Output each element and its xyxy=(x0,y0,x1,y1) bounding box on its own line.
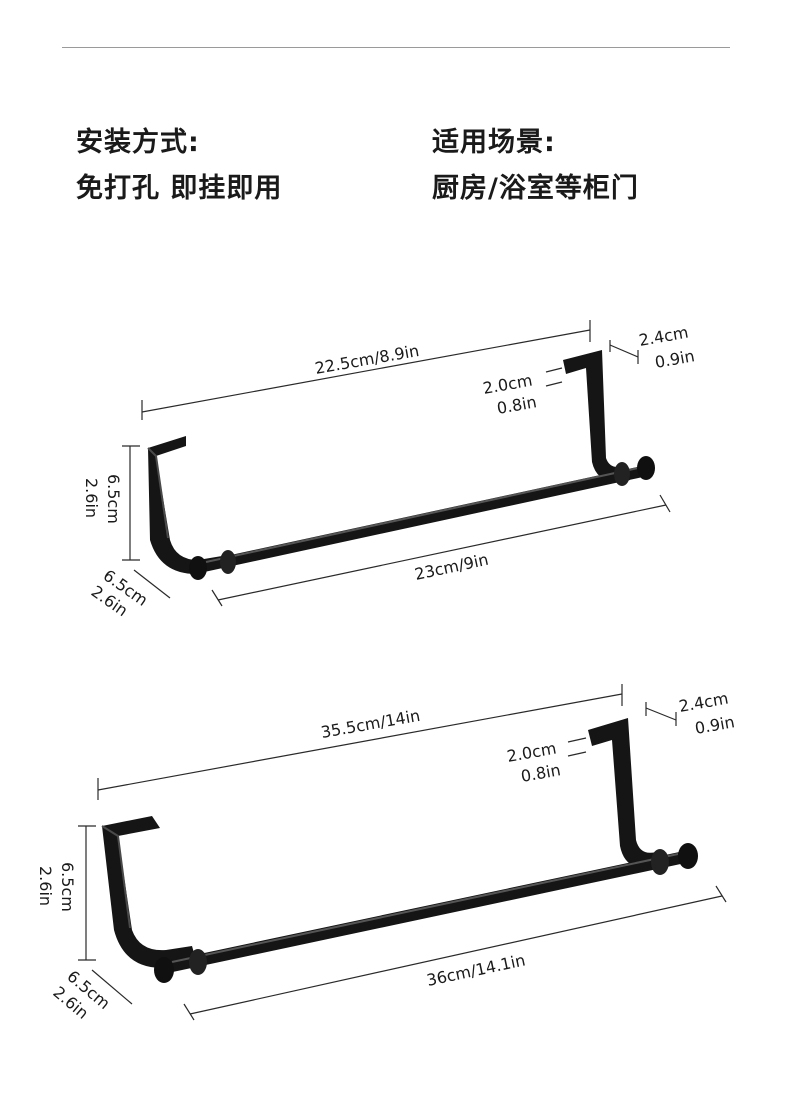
towel-rack-icon xyxy=(147,350,655,580)
height-in-label: 2.6in xyxy=(36,866,55,906)
towel-rack-diagram-large: 35.5cm/14in 2.4cm 0.9in 2.0cm 0.8in 6.5c… xyxy=(36,684,736,1023)
height-cm-label: 6.5cm xyxy=(58,862,77,912)
top-length-label: 35.5cm/14in xyxy=(319,706,421,742)
towel-rack-diagram-small: 22.5cm/8.9in 2.4cm 0.9in 2.0cm 0.8in 6.5… xyxy=(82,320,696,620)
door-gap-in-label: 0.8in xyxy=(495,392,538,418)
bar-length-label: 23cm/9in xyxy=(413,550,490,584)
towel-rack-icon xyxy=(101,718,698,983)
bar-length-label: 36cm/14.1in xyxy=(425,950,527,989)
install-spec: 安装方式: 免打孔 即挂即用 xyxy=(76,120,282,212)
scene-label: 适用场景: xyxy=(432,127,556,158)
scene-spec: 适用场景: 厨房/浴室等柜门 xyxy=(432,120,639,212)
hook-width-in-label: 0.9in xyxy=(693,712,736,738)
hook-width-cm-label: 2.4cm xyxy=(637,323,689,350)
top-divider xyxy=(62,47,730,48)
height-in-label: 2.6in xyxy=(82,478,101,518)
hook-width-cm-label: 2.4cm xyxy=(677,689,729,716)
scene-value: 厨房/浴室等柜门 xyxy=(432,173,639,204)
install-label: 安装方式: xyxy=(76,127,200,158)
height-cm-label: 6.5cm xyxy=(104,474,123,524)
hook-width-in-label: 0.9in xyxy=(653,346,696,372)
top-length-label: 22.5cm/8.9in xyxy=(313,341,420,378)
door-gap-in-label: 0.8in xyxy=(519,760,562,786)
install-value: 免打孔 即挂即用 xyxy=(76,173,283,204)
